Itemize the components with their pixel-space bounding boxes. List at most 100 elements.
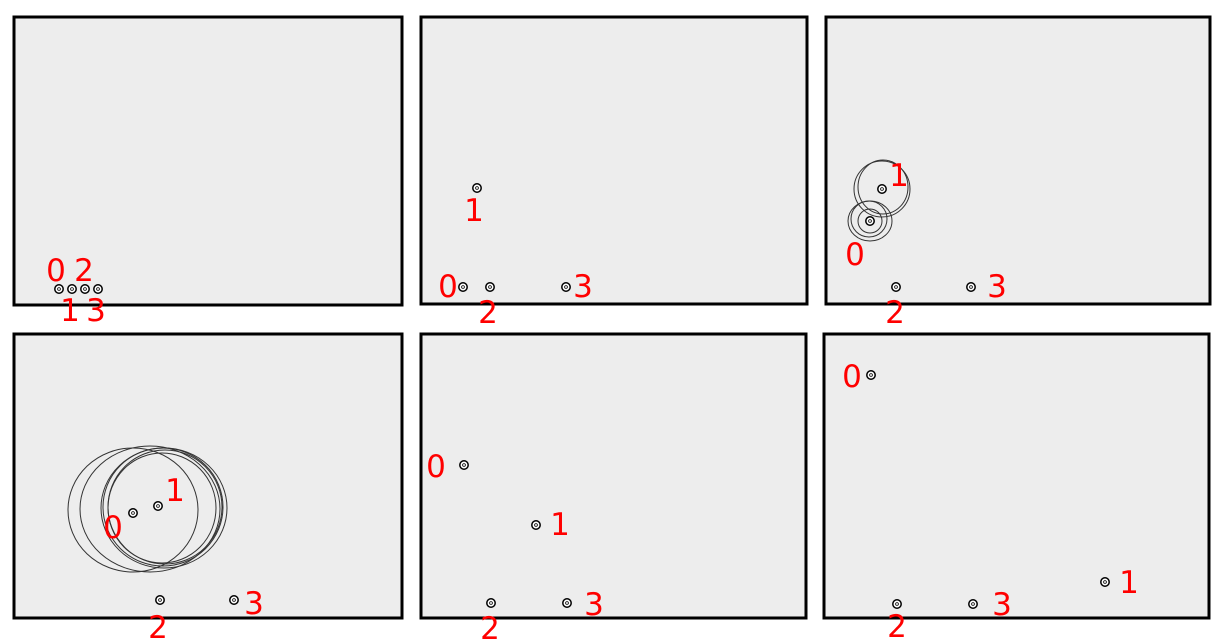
- node-core: [70, 287, 74, 291]
- node-3: 3: [562, 587, 604, 623]
- node-core: [461, 285, 465, 289]
- node-label: 1: [550, 507, 570, 543]
- node-core: [868, 219, 872, 223]
- node-label: 3: [244, 586, 264, 622]
- node-label: 0: [426, 449, 446, 485]
- node-marker: [866, 370, 876, 380]
- node-core: [475, 186, 479, 190]
- node-marker: [472, 183, 482, 193]
- node-1: 1: [464, 183, 484, 229]
- node-label: 3: [584, 587, 604, 623]
- node-2: 2: [887, 599, 907, 639]
- panel-frame: [12, 15, 404, 307]
- node-marker: [67, 284, 77, 294]
- node-2: 2: [885, 282, 905, 331]
- node-label: 0: [46, 253, 66, 289]
- node-core: [96, 287, 100, 291]
- node-marker: [877, 184, 887, 194]
- node-core: [534, 523, 538, 527]
- panel-frame: [12, 332, 404, 620]
- node-core: [564, 285, 568, 289]
- node-core: [131, 511, 135, 515]
- node-marker: [865, 216, 875, 226]
- node-label: 3: [573, 269, 593, 305]
- node-marker: [229, 595, 239, 605]
- node-1: 1: [1100, 565, 1139, 601]
- trail-ring: [79, 445, 221, 573]
- panel-4: 0 1 2 3: [12, 332, 404, 639]
- trail-ring: [107, 452, 217, 564]
- node-2: 2: [478, 282, 498, 331]
- node-core: [969, 285, 973, 289]
- node-label: 1: [1119, 565, 1139, 601]
- trail-ring: [853, 160, 911, 218]
- node-0: 0: [103, 508, 138, 546]
- node-label: 3: [987, 269, 1007, 305]
- node-1: 1: [877, 158, 909, 194]
- node-label: 1: [165, 473, 185, 509]
- node-marker: [966, 282, 976, 292]
- node-3: 3: [561, 269, 593, 305]
- node-label: 2: [74, 253, 94, 289]
- node-core: [869, 373, 873, 377]
- node-core: [1103, 580, 1107, 584]
- node-marker: [80, 284, 90, 294]
- node-core: [489, 601, 493, 605]
- node-label: 0: [842, 359, 862, 395]
- node-marker: [54, 284, 64, 294]
- node-label: 1: [60, 293, 80, 329]
- node-marker: [561, 282, 571, 292]
- node-label: 3: [86, 293, 106, 329]
- node-marker: [562, 598, 572, 608]
- node-label: 2: [148, 610, 168, 639]
- node-marker: [458, 282, 468, 292]
- panel-frame: [419, 15, 809, 306]
- node-label: 2: [480, 611, 500, 639]
- node-marker: [891, 282, 901, 292]
- node-core: [488, 285, 492, 289]
- panel-6: 0 1 2 3: [822, 332, 1211, 639]
- node-2: 2: [74, 253, 94, 294]
- panel-5: 0 1 2 3: [419, 332, 808, 639]
- node-core: [895, 602, 899, 606]
- panel-frame: [419, 332, 808, 620]
- node-marker: [485, 282, 495, 292]
- node-marker: [968, 599, 978, 609]
- node-1: 1: [153, 473, 185, 511]
- trail-ring: [102, 447, 224, 567]
- node-core: [971, 602, 975, 606]
- node-3: 3: [86, 284, 106, 329]
- panel-1: 0 1 2 3: [12, 15, 404, 329]
- node-marker: [1100, 577, 1110, 587]
- node-3: 3: [229, 586, 264, 622]
- panel-2: 0 1 2 3: [419, 15, 809, 331]
- node-label: 3: [992, 587, 1012, 623]
- node-core: [894, 285, 898, 289]
- node-1: 1: [531, 507, 570, 543]
- node-marker: [486, 598, 496, 608]
- node-3: 3: [966, 269, 1007, 305]
- node-label: 0: [103, 510, 123, 546]
- trail-ring: [857, 159, 909, 215]
- node-core: [83, 287, 87, 291]
- node-1: 1: [60, 284, 80, 329]
- node-marker: [892, 599, 902, 609]
- node-marker: [155, 595, 165, 605]
- node-label: 0: [438, 269, 458, 305]
- node-0: 0: [426, 449, 469, 485]
- node-2: 2: [148, 595, 168, 639]
- node-core: [232, 598, 236, 602]
- trail-ring: [857, 208, 883, 234]
- node-label: 1: [889, 158, 909, 194]
- node-0: 0: [842, 359, 876, 395]
- node-3: 3: [968, 587, 1012, 623]
- node-marker: [531, 520, 541, 530]
- node-2: 2: [480, 598, 500, 639]
- node-label: 2: [478, 295, 498, 331]
- node-core: [565, 601, 569, 605]
- node-core: [158, 598, 162, 602]
- node-marker: [93, 284, 103, 294]
- node-label: 1: [464, 193, 484, 229]
